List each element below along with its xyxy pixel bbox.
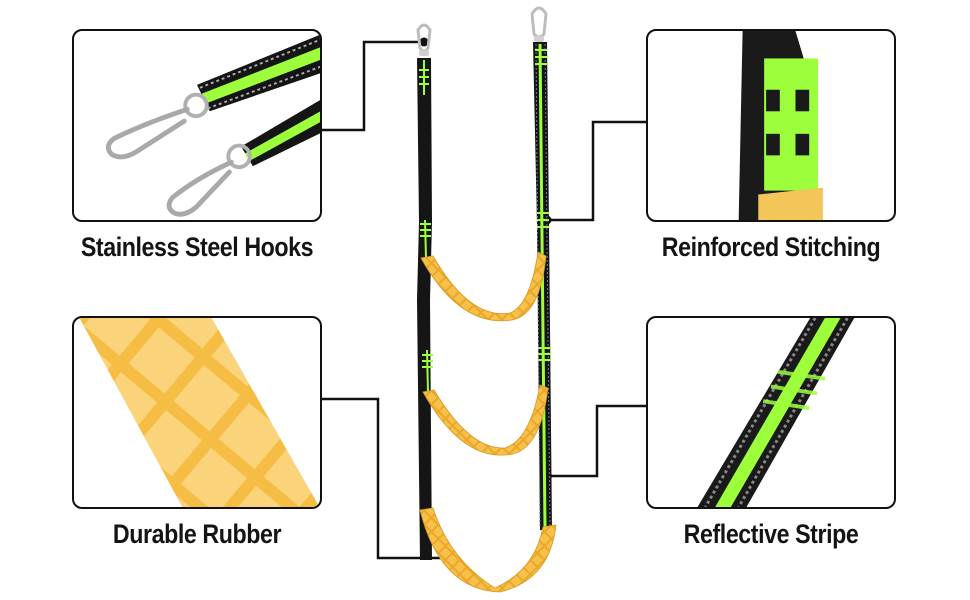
- stripe-detail-box: [646, 316, 896, 509]
- right-hook-icon: [530, 6, 548, 42]
- connector-stripe: [548, 404, 646, 478]
- rung-2: [422, 384, 549, 456]
- stitching-caption: Reinforced Stitching: [661, 232, 881, 262]
- reflective-stripe-closeup-icon: [697, 318, 855, 507]
- connector-rubber: [322, 397, 452, 560]
- rubber-detail-box: [72, 316, 322, 509]
- left-hook-icon: [416, 23, 432, 56]
- rung-1: [420, 251, 547, 322]
- stitching-closeup-icon: [738, 31, 823, 220]
- steel-hook-closeup-icon: [105, 34, 320, 217]
- hooks-detail-box: [72, 29, 322, 222]
- rubber-caption: Durable Rubber: [112, 519, 282, 549]
- connector-hooks: [322, 40, 424, 132]
- connector-stitching: [547, 120, 646, 222]
- rubber-closeup-icon: [79, 318, 320, 507]
- hooks-caption: Stainless Steel Hooks: [80, 232, 314, 262]
- stitching-detail-box: [646, 29, 896, 222]
- stripe-caption: Reflective Stripe: [683, 519, 859, 549]
- rung-3: [419, 507, 557, 593]
